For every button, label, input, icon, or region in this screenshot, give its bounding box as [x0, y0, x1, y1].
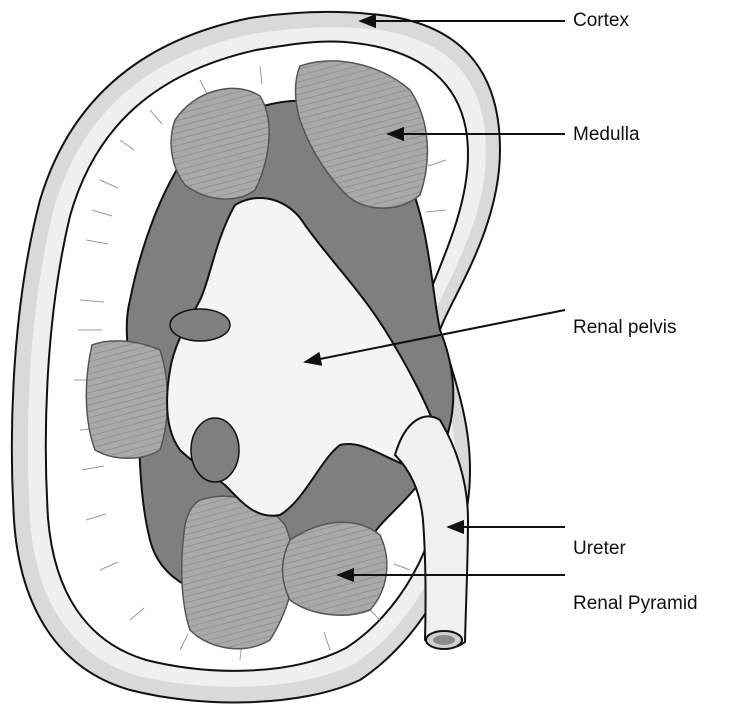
pelvis-pocket-upper	[170, 309, 230, 341]
ureter-label: Ureter	[573, 539, 626, 558]
renal-pelvis-label: Renal pelvis	[573, 318, 677, 337]
renal-pyramid-left	[86, 341, 167, 458]
renal-pyramid-bottom-left	[182, 496, 294, 649]
cortex-label: Cortex	[573, 11, 629, 30]
renal-pyramid-label: Renal Pyramid	[573, 594, 698, 613]
ureter-lumen	[433, 635, 455, 645]
renal-pyramid-bottom-right	[283, 522, 387, 615]
pelvis-pocket-lower	[191, 418, 239, 482]
medulla-label: Medulla	[573, 125, 640, 144]
